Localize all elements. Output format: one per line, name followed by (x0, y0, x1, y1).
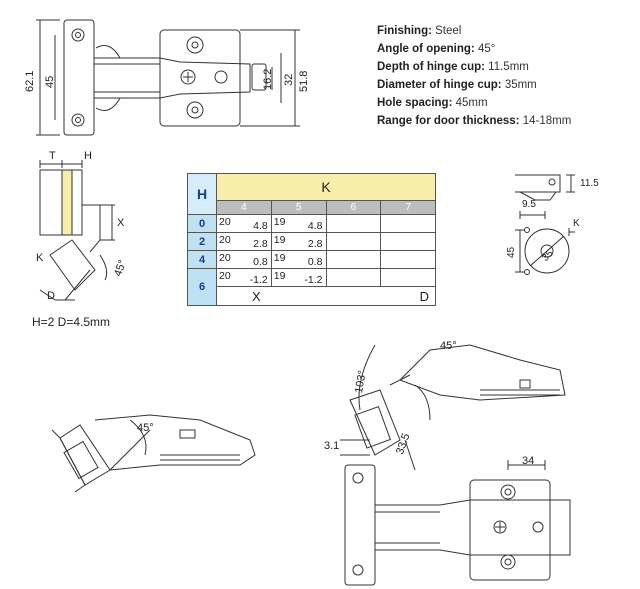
table-k-header: K (216, 173, 436, 201)
table-cell: 19-1.2 (270, 268, 327, 287)
table-h-header: H (187, 173, 217, 215)
open-right-angle: 45° (440, 340, 457, 352)
cup-spacing-label: 45 (506, 246, 517, 258)
cup-section (515, 174, 575, 275)
open-right-3-1: 3.1 (324, 440, 340, 452)
table-k-5: 5 (270, 200, 327, 215)
table-cell (380, 250, 436, 269)
cup-offset-label: 9.5 (522, 199, 536, 210)
side-caption: H=2 D=4.5mm (32, 315, 111, 329)
table-cell (380, 214, 436, 233)
top-view (36, 19, 300, 136)
cup-depth-label: 11.5 (580, 178, 599, 189)
dim-16-2: 16.2 (262, 68, 274, 90)
open-view-right (340, 344, 566, 471)
table-row: 6 20-1.2 19-1.2 (187, 268, 436, 306)
dim-51-8: 51.8 (298, 70, 310, 92)
open-view-left (51, 414, 256, 493)
table-cell (325, 250, 382, 269)
dim-32: 32 (283, 73, 295, 86)
side-view (39, 160, 115, 301)
table-cell (380, 268, 436, 287)
side-label-d: D (47, 290, 55, 302)
table-cell (325, 232, 382, 251)
table-cell (325, 268, 382, 287)
spec-cup-depth: Depth of hinge cup: 11.5mm (377, 61, 529, 73)
bottom-width-label: 34 (522, 455, 535, 467)
table-k-7: 7 (380, 200, 436, 215)
table-h-value: 2 (187, 232, 217, 251)
table-h-value: 0 (187, 214, 217, 233)
spec-finishing: Finishing: Steel (377, 25, 462, 37)
table-cell: 20-1.2 (216, 268, 272, 287)
table-h-value: 4 (187, 250, 217, 269)
table-h-value: 6 (187, 268, 217, 306)
table-cell (380, 232, 436, 251)
dim-62-1: 62.1 (24, 70, 36, 92)
table-k-4: 4 (216, 200, 272, 215)
spec-hole-spacing: Hole spacing: 45mm (377, 97, 488, 109)
side-label-k: K (36, 252, 44, 264)
side-label-t: T (49, 150, 56, 162)
spec-list: Finishing: Steel Angle of opening: 45° D… (377, 22, 571, 130)
side-label-x: X (117, 217, 125, 229)
spec-angle: Angle of opening: 45° (377, 43, 496, 55)
table-k-6: 6 (325, 200, 382, 215)
dim-45: 45 (44, 75, 56, 88)
open-left-angle: 45° (137, 422, 154, 434)
side-label-h: H (84, 150, 92, 162)
bottom-view (344, 460, 571, 586)
spec-cup-diameter: Diameter of hinge cup: 35mm (377, 79, 537, 91)
cup-k-label: K (573, 218, 580, 229)
spec-door-thickness: Range for door thickness: 14-18mm (377, 115, 572, 127)
table-cell (325, 214, 382, 233)
